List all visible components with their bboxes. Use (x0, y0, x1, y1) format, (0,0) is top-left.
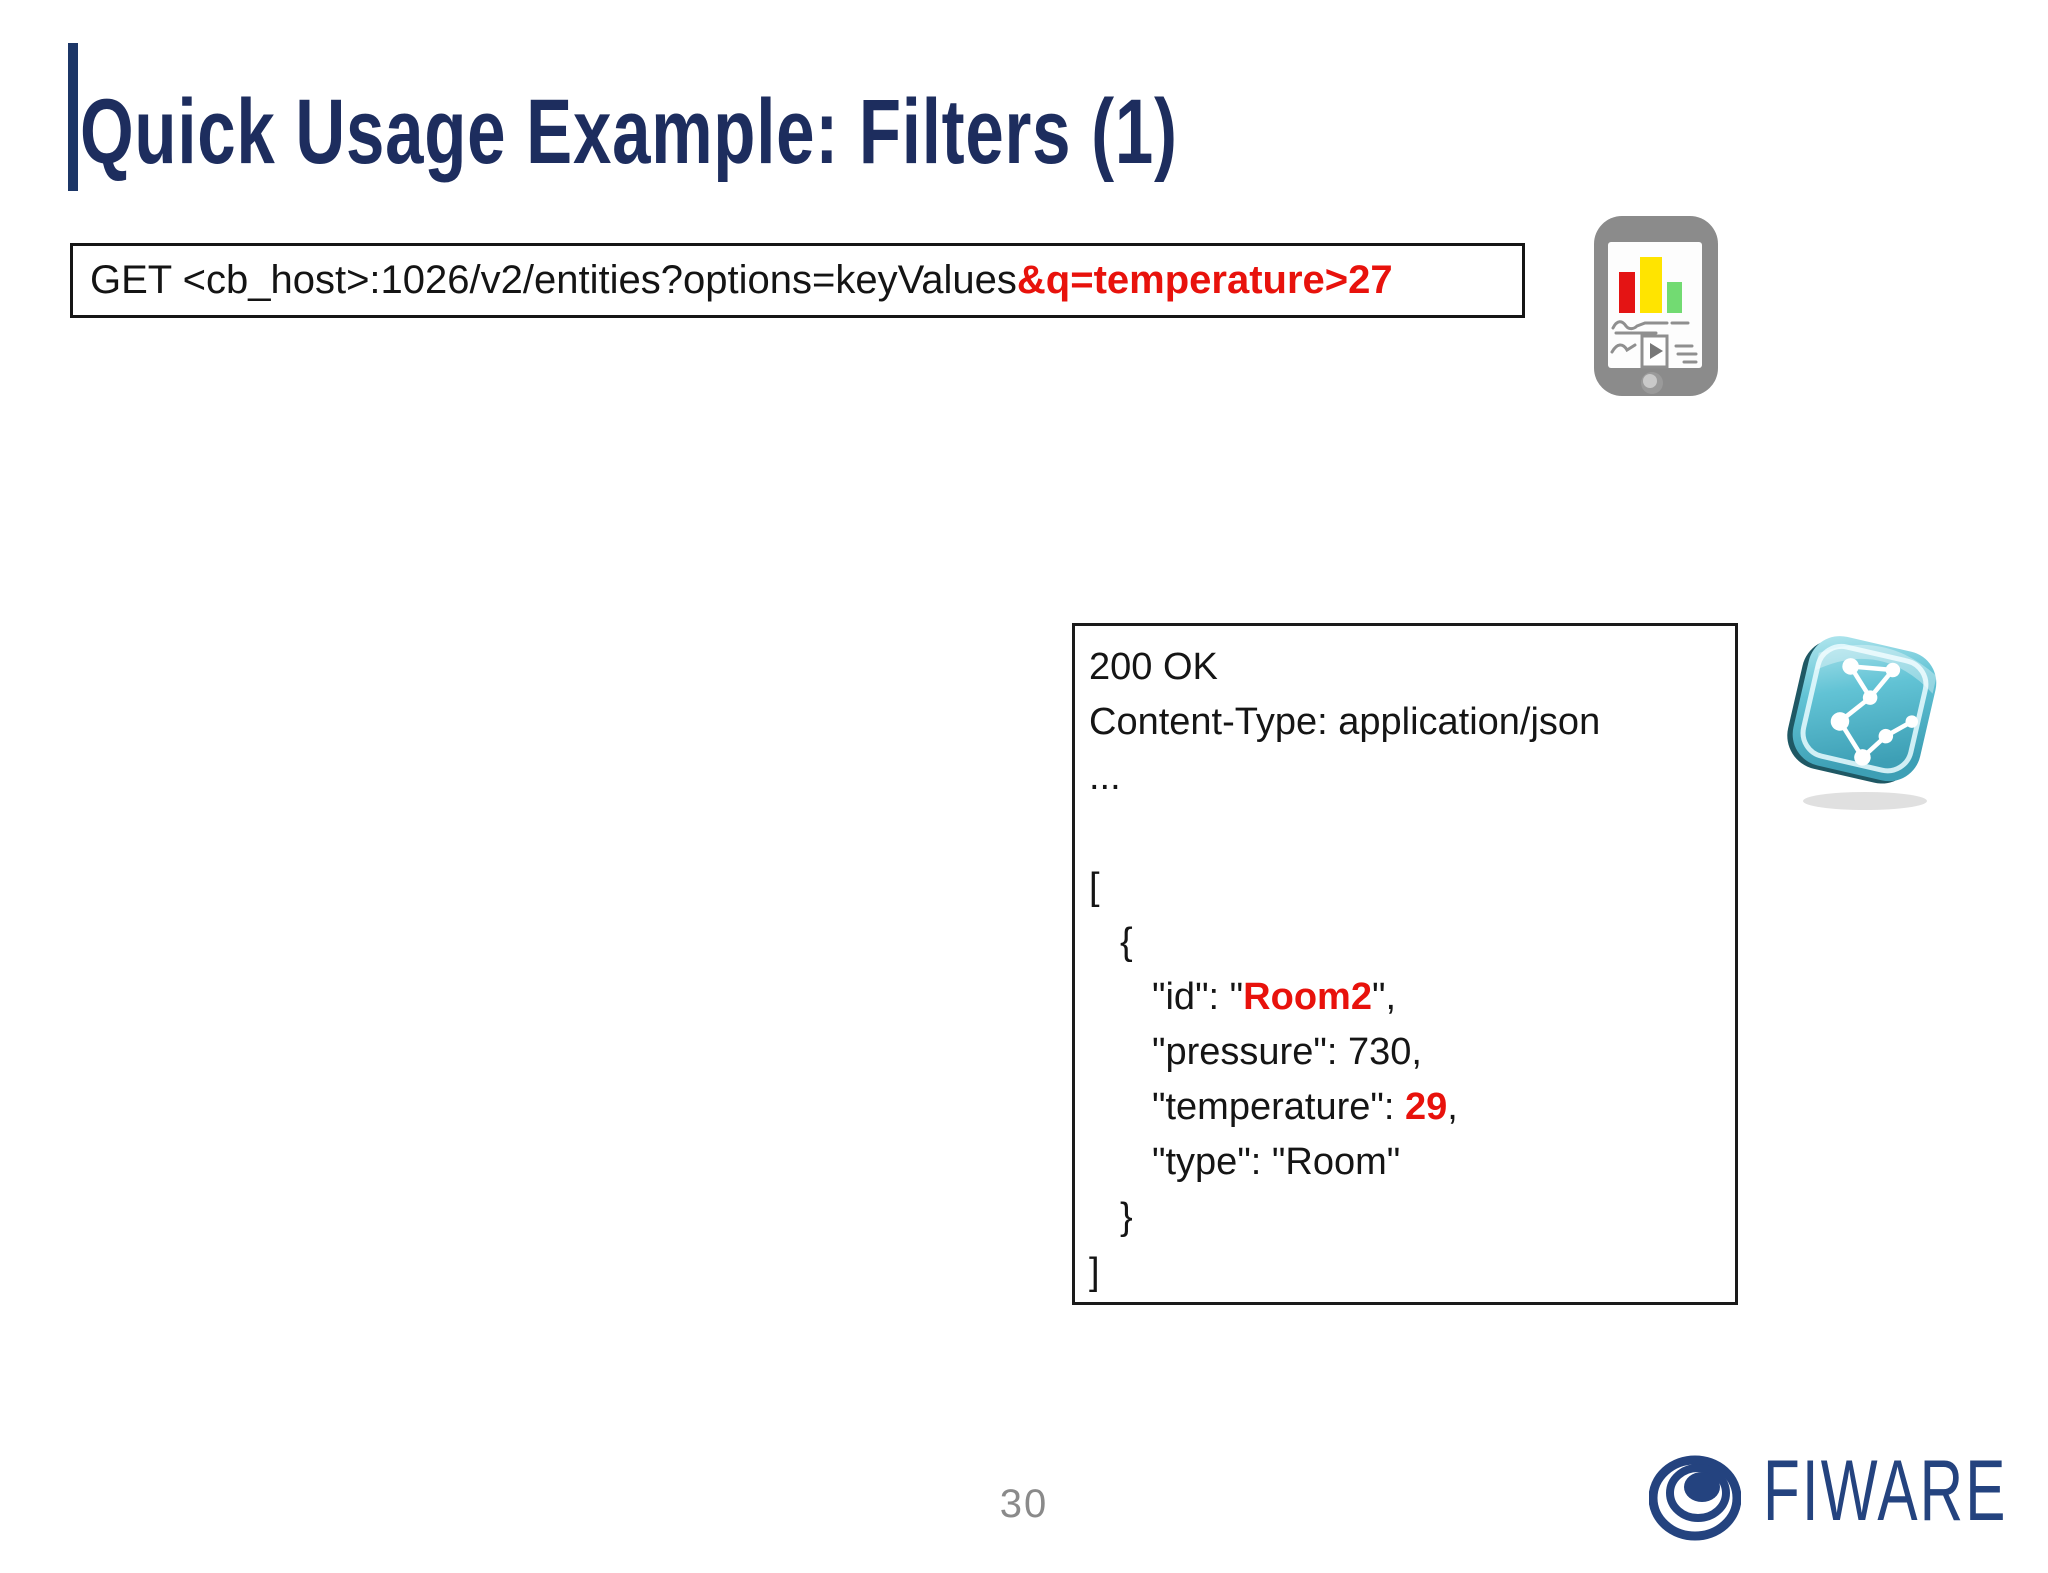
response-status-line: 200 OK (1089, 646, 1218, 688)
response-pressure-line: "pressure": 730, (1152, 1031, 1422, 1073)
response-temperature-line: "temperature": 29, (1152, 1086, 1458, 1128)
response-type-line: "type": "Room" (1152, 1141, 1401, 1183)
tile-shadow (1803, 792, 1927, 810)
response-content-type-line: Content-Type: application/json (1089, 701, 1601, 743)
sketch-lines (1610, 320, 1698, 369)
fiware-emblem-icon (1649, 1455, 1741, 1541)
request-text: GET <cb_host>:1026/v2/entities?options=k… (90, 258, 1017, 302)
mobile-app-icon (1594, 216, 1718, 396)
response-object-close: } (1120, 1196, 1133, 1238)
tile-inner-border (1800, 643, 1929, 774)
response-blank-line (1089, 805, 1735, 860)
response-id-value: Room2 (1243, 976, 1372, 1018)
title-accent-bar (68, 43, 78, 191)
response-box: 200 OK Content-Type: application/json ..… (1072, 623, 1738, 1305)
response-object-open: { (1120, 921, 1133, 963)
bar-red (1619, 272, 1635, 313)
response-ellipsis-line: ... (1089, 756, 1121, 798)
context-broker-icon (1787, 636, 1937, 810)
request-filter-text: &q=temperature>27 (1016, 258, 1393, 302)
tile-face (1792, 636, 1937, 782)
slide-title: Quick Usage Example: Filters (1) (80, 86, 1544, 178)
page-number: 30 (999, 1482, 1049, 1526)
bar-yellow (1640, 257, 1662, 313)
response-array-open: [ (1089, 866, 1100, 908)
response-temperature-value: 29 (1404, 1086, 1448, 1128)
bar-green (1667, 282, 1682, 313)
sketch-doc-glyph (1650, 343, 1663, 359)
tile-gloss (1814, 644, 1937, 694)
slide-title-text: Quick Usage Example: Filters (1) (80, 81, 1178, 183)
phone-home-button-inner (1643, 374, 1657, 388)
request-box: GET <cb_host>:1026/v2/entities?options=k… (70, 243, 1525, 318)
fiware-wordmark: FIWARE (1763, 1443, 2008, 1539)
response-id-line: "id": "Room2", (1152, 976, 1397, 1018)
response-array-close: ] (1089, 1251, 1100, 1293)
network-graph (1830, 658, 1919, 766)
fiware-logo: FIWARE (1649, 1445, 2039, 1545)
